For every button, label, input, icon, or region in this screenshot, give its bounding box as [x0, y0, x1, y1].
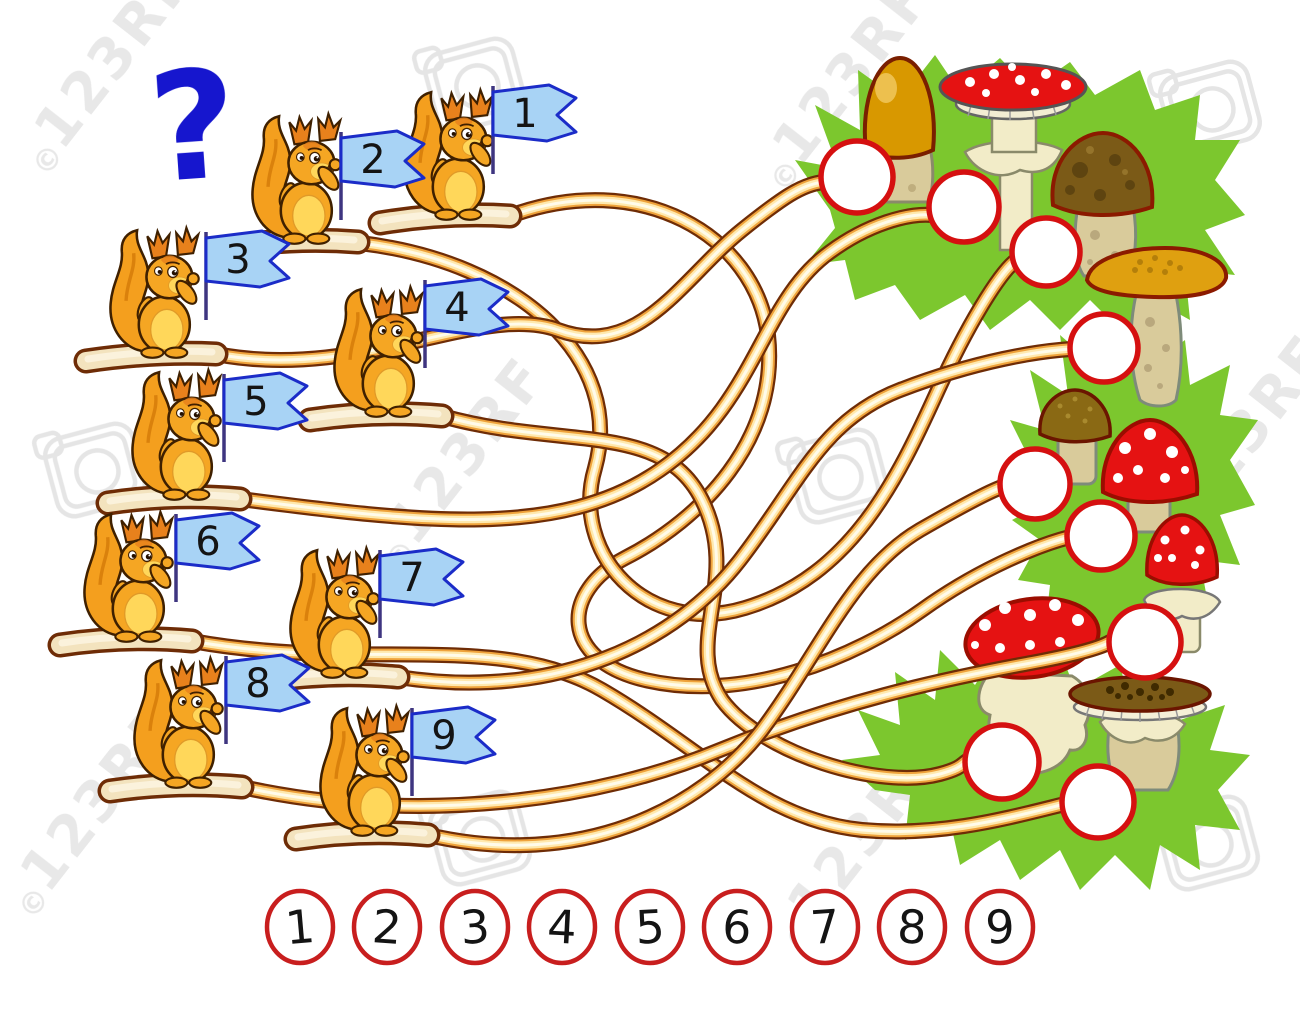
flag-number: 8 [245, 661, 270, 707]
squirrel-6 [82, 510, 176, 644]
answer-circle-3[interactable] [1009, 215, 1083, 289]
flag-number: 4 [444, 285, 469, 331]
question-mark: ? [144, 38, 243, 218]
answer-circle-2[interactable] [926, 169, 1002, 245]
answer-circle-9[interactable] [1059, 763, 1137, 841]
squirrel-1 [402, 87, 496, 222]
answer-option-4[interactable]: 4 [526, 888, 598, 966]
flag-number: 3 [225, 237, 250, 283]
maze-paths [184, 174, 1118, 854]
squirrel-3 [108, 225, 202, 360]
answer-option-9[interactable]: 9 [964, 888, 1036, 966]
maze-path-5 [232, 206, 940, 528]
answer-circle-1[interactable] [818, 138, 896, 216]
squirrel-4 [332, 285, 426, 419]
maze-path-4 [434, 408, 975, 786]
answer-options-row: 1 2 3 4 5 6 7 8 9 [264, 888, 1036, 966]
mushroom-boletus [1068, 675, 1212, 792]
flag-number: 5 [243, 379, 268, 425]
answer-circle-6[interactable] [1064, 499, 1138, 573]
maze-path-3 [208, 174, 832, 369]
flag-number: 1 [512, 91, 537, 137]
flag-5: 5 [222, 371, 309, 462]
mushroom-fly-agaric-large [938, 62, 1088, 252]
answer-option-3[interactable]: 3 [439, 888, 511, 966]
flag-number: 6 [195, 519, 220, 565]
maze-path-1 [502, 192, 1078, 695]
maze-path-9 [420, 479, 1010, 854]
answer-option-value: 9 [984, 899, 1016, 954]
answer-circle-4[interactable] [1067, 311, 1141, 385]
answer-option-value: 3 [459, 899, 492, 955]
answer-option-7[interactable]: 7 [789, 888, 861, 966]
answer-option-8[interactable]: 8 [876, 888, 948, 966]
mushroom-red-medium [1100, 417, 1200, 534]
answer-circle-5[interactable] [997, 446, 1073, 522]
answer-option-value: 8 [896, 899, 928, 954]
mushroom-mustard [1084, 245, 1229, 408]
flag-number: 7 [399, 555, 424, 601]
maze-path-7 [390, 341, 1079, 691]
answer-option-5[interactable]: 5 [614, 888, 686, 966]
flag-2: 2 [339, 129, 426, 220]
flag-1: 1 [491, 83, 578, 174]
answer-option-value: 4 [546, 899, 578, 954]
flag-4: 4 [423, 277, 510, 368]
maze-path-6 [184, 633, 1073, 840]
squirrel-8 [132, 656, 226, 790]
squirrel-5 [130, 368, 224, 502]
flag-number: 2 [360, 137, 385, 183]
flag-6: 6 [174, 511, 261, 602]
answer-option-2[interactable]: 2 [351, 888, 423, 966]
answer-option-value: 6 [721, 899, 754, 955]
squirrel-7 [288, 546, 382, 680]
answer-option-value: 5 [634, 899, 666, 954]
flag-group: 1 2 3 4 5 6 7 [174, 83, 578, 796]
mushroom-group [862, 55, 1229, 792]
answer-circle-8[interactable] [962, 722, 1042, 802]
flag-7: 7 [378, 547, 465, 638]
flag-9: 9 [410, 705, 497, 796]
answer-option-value: 7 [809, 899, 842, 955]
answer-circles [818, 138, 1184, 841]
answer-option-value: 2 [371, 899, 404, 955]
squirrel-9 [318, 704, 412, 838]
answer-option-value: 1 [283, 899, 317, 955]
flag-3: 3 [204, 229, 291, 320]
answer-option-6[interactable]: 6 [701, 888, 773, 966]
squirrel-2 [250, 111, 344, 246]
answer-circle-7[interactable] [1106, 603, 1184, 681]
flag-number: 9 [431, 713, 456, 759]
answer-option-1[interactable]: 1 [264, 888, 336, 966]
flag-8: 8 [224, 653, 311, 744]
